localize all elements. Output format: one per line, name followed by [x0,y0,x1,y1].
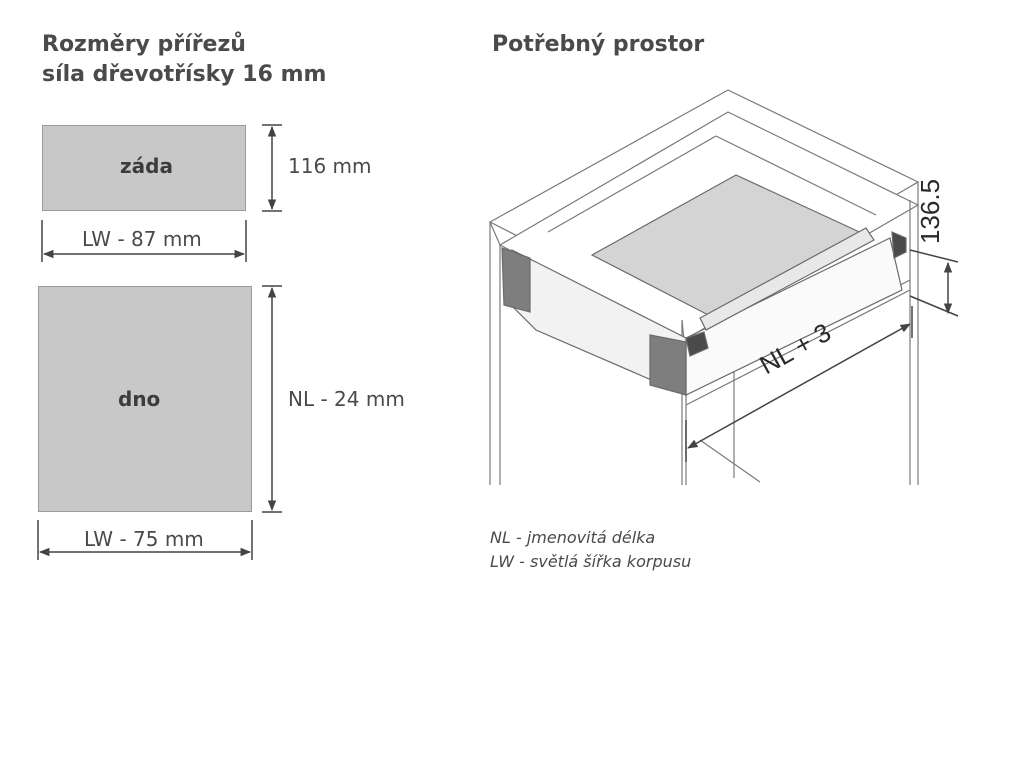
depth-dimension [685,306,913,462]
back-panel-width-label: LW - 87 mm [82,227,202,251]
legend-lw: LW - světlá šířka korpusu [490,552,692,571]
back-panel-label: záda [120,154,173,178]
back-panel-height-dimension [262,124,282,212]
cut-dimensions-title: Rozměry přířezů síla dřevotřísky 16 mm [42,30,326,90]
legend: NL - jmenovitá délka LW - světlá šířka k… [490,526,691,574]
bottom-panel-height-label: NL - 24 mm [288,387,405,411]
bottom-panel-label: dno [118,387,161,411]
back-panel-width-dimension [41,220,247,262]
cut-dimensions-title-line1: Rozměry přířezů [42,32,246,57]
cut-dimensions-title-line2: síla dřevotřísky 16 mm [42,62,327,87]
required-space-title: Potřebný prostor [492,32,705,57]
back-panel-height-label: 116 mm [288,154,372,178]
height-dimension-label: 136.5 [915,178,946,245]
height-dimension [909,249,959,317]
bottom-panel-width-dimension [37,520,253,560]
back-panel [42,125,246,211]
bottom-panel-height-dimension [262,285,282,513]
bottom-panel [38,286,252,512]
bottom-panel-width-label: LW - 75 mm [84,527,204,551]
legend-nl: NL - jmenovitá délka [490,528,656,547]
